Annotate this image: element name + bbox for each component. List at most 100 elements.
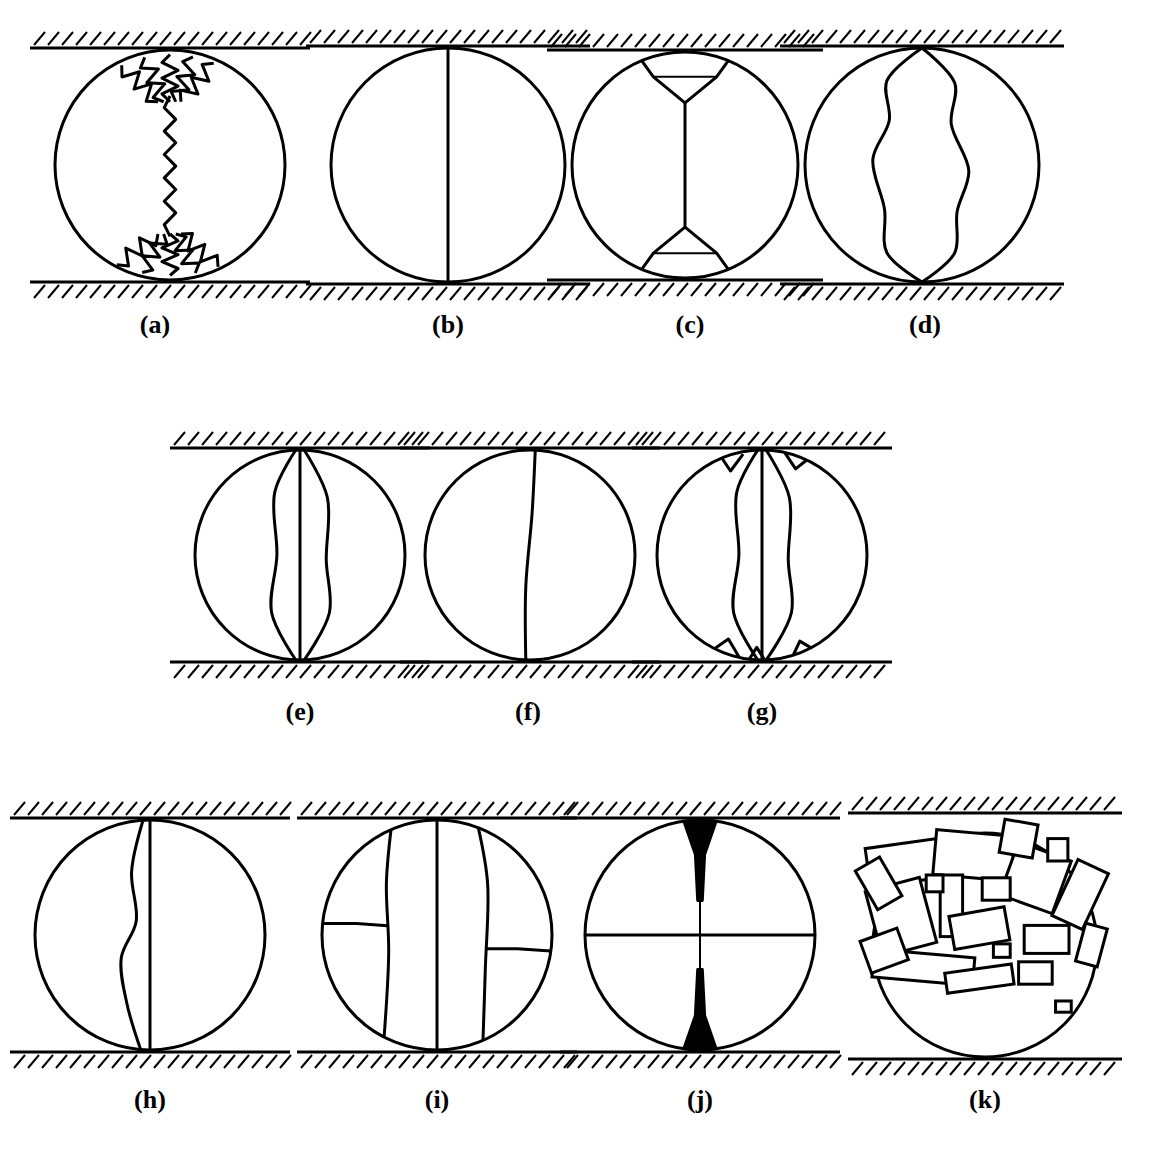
- platen-hatch: [224, 1055, 235, 1068]
- platen-hatch: [525, 1055, 536, 1068]
- platen-hatch: [272, 285, 283, 298]
- platen-hatch: [812, 287, 823, 300]
- fracture-crack: [181, 233, 218, 266]
- platen-hatch: [663, 283, 674, 296]
- platen-hatch: [174, 32, 185, 45]
- platen-hatch: [478, 287, 489, 300]
- platen-hatch: [690, 1055, 701, 1068]
- platen-hatch: [202, 665, 213, 678]
- fracture-crack: [722, 454, 743, 471]
- platen-hatch: [774, 802, 785, 815]
- platen-hatch: [230, 665, 241, 678]
- platen-hatch: [544, 665, 555, 678]
- platen-hatch: [216, 432, 227, 445]
- platen-hatch: [174, 432, 185, 445]
- platen-hatch: [76, 285, 87, 298]
- platen-hatch: [614, 665, 625, 678]
- platen-hatch: [224, 802, 235, 815]
- platen-hatch: [357, 1055, 368, 1068]
- fracture-crack: [121, 820, 143, 1050]
- platen-hatch: [826, 30, 837, 43]
- platen-hatch: [650, 432, 661, 445]
- platen-hatch: [342, 665, 353, 678]
- platen-hatch: [174, 285, 185, 298]
- platen-hatch: [592, 1055, 603, 1068]
- platen-hatch: [607, 283, 618, 296]
- platen-hatch: [118, 32, 129, 45]
- platen-hatch: [230, 432, 241, 445]
- rock-fragment: [999, 819, 1038, 858]
- platen-hatch: [140, 802, 151, 815]
- platen-hatch: [802, 1055, 813, 1068]
- platen-hatch: [868, 287, 879, 300]
- platen-hatch: [328, 432, 339, 445]
- platen-hatch: [154, 1055, 165, 1068]
- platen-hatch: [1022, 287, 1033, 300]
- platen-hatch: [62, 285, 73, 298]
- platen-hatch: [676, 1055, 687, 1068]
- platen-hatch: [104, 285, 115, 298]
- fracture-crack: [304, 450, 330, 660]
- platen-hatch: [328, 665, 339, 678]
- platen-hatch: [860, 665, 871, 678]
- rock-fragment: [1056, 1001, 1072, 1012]
- rock-fragment: [1048, 839, 1068, 861]
- platen-hatch: [497, 802, 508, 815]
- platen-hatch: [562, 30, 573, 43]
- platen-hatch: [910, 30, 921, 43]
- platen-hatch: [586, 665, 597, 678]
- platen-hatch: [593, 283, 604, 296]
- disc-specimen: [585, 820, 815, 1050]
- platen-hatch: [677, 283, 688, 296]
- platen-hatch: [366, 287, 377, 300]
- platen-hatch: [98, 1055, 109, 1068]
- platen-hatch: [620, 1055, 631, 1068]
- platen-hatch: [314, 432, 325, 445]
- platen-hatch: [432, 665, 443, 678]
- platen-hatch: [662, 802, 673, 815]
- platen-hatch: [868, 30, 879, 43]
- platen-hatch: [418, 432, 429, 445]
- platen-hatch: [924, 287, 935, 300]
- platen-hatch: [188, 432, 199, 445]
- platen-hatch: [812, 30, 823, 43]
- platen-hatch: [469, 802, 480, 815]
- platen-hatch: [422, 30, 433, 43]
- platen-hatch: [371, 802, 382, 815]
- platen-hatch: [1062, 797, 1073, 810]
- platen-hatch: [112, 1055, 123, 1068]
- platen-hatch: [1048, 1062, 1059, 1075]
- platen-hatch: [404, 665, 415, 678]
- platen-hatch: [188, 665, 199, 678]
- platen-hatch: [216, 32, 227, 45]
- fracture-crack: [761, 450, 764, 660]
- platen-hatch: [664, 665, 675, 678]
- platen-hatch: [676, 802, 687, 815]
- platen-hatch: [818, 432, 829, 445]
- platen-hatch: [720, 432, 731, 445]
- platen-hatch: [649, 34, 660, 47]
- platen-hatch: [238, 1055, 249, 1068]
- platen-hatch: [357, 802, 368, 815]
- platen-hatch: [28, 802, 39, 815]
- platen-hatch: [576, 30, 587, 43]
- disc-specimen: [331, 48, 565, 282]
- platen-hatch: [188, 285, 199, 298]
- platen-hatch: [398, 432, 409, 445]
- fracture-crack: [271, 450, 296, 660]
- platen-hatch: [384, 665, 395, 678]
- platen-hatch: [720, 665, 731, 678]
- platen-hatch: [761, 34, 772, 47]
- platen-hatch: [882, 30, 893, 43]
- platen-hatch: [936, 797, 947, 810]
- platen-hatch: [992, 797, 1003, 810]
- platen-hatch: [464, 287, 475, 300]
- fracture-crack: [149, 820, 152, 1050]
- platen-hatch: [664, 432, 675, 445]
- platen-hatch: [385, 1055, 396, 1068]
- platen-hatch: [788, 1055, 799, 1068]
- fracture-crack: [642, 61, 728, 103]
- platen-hatch: [56, 1055, 67, 1068]
- platen-hatch: [492, 287, 503, 300]
- platen-hatch: [593, 34, 604, 47]
